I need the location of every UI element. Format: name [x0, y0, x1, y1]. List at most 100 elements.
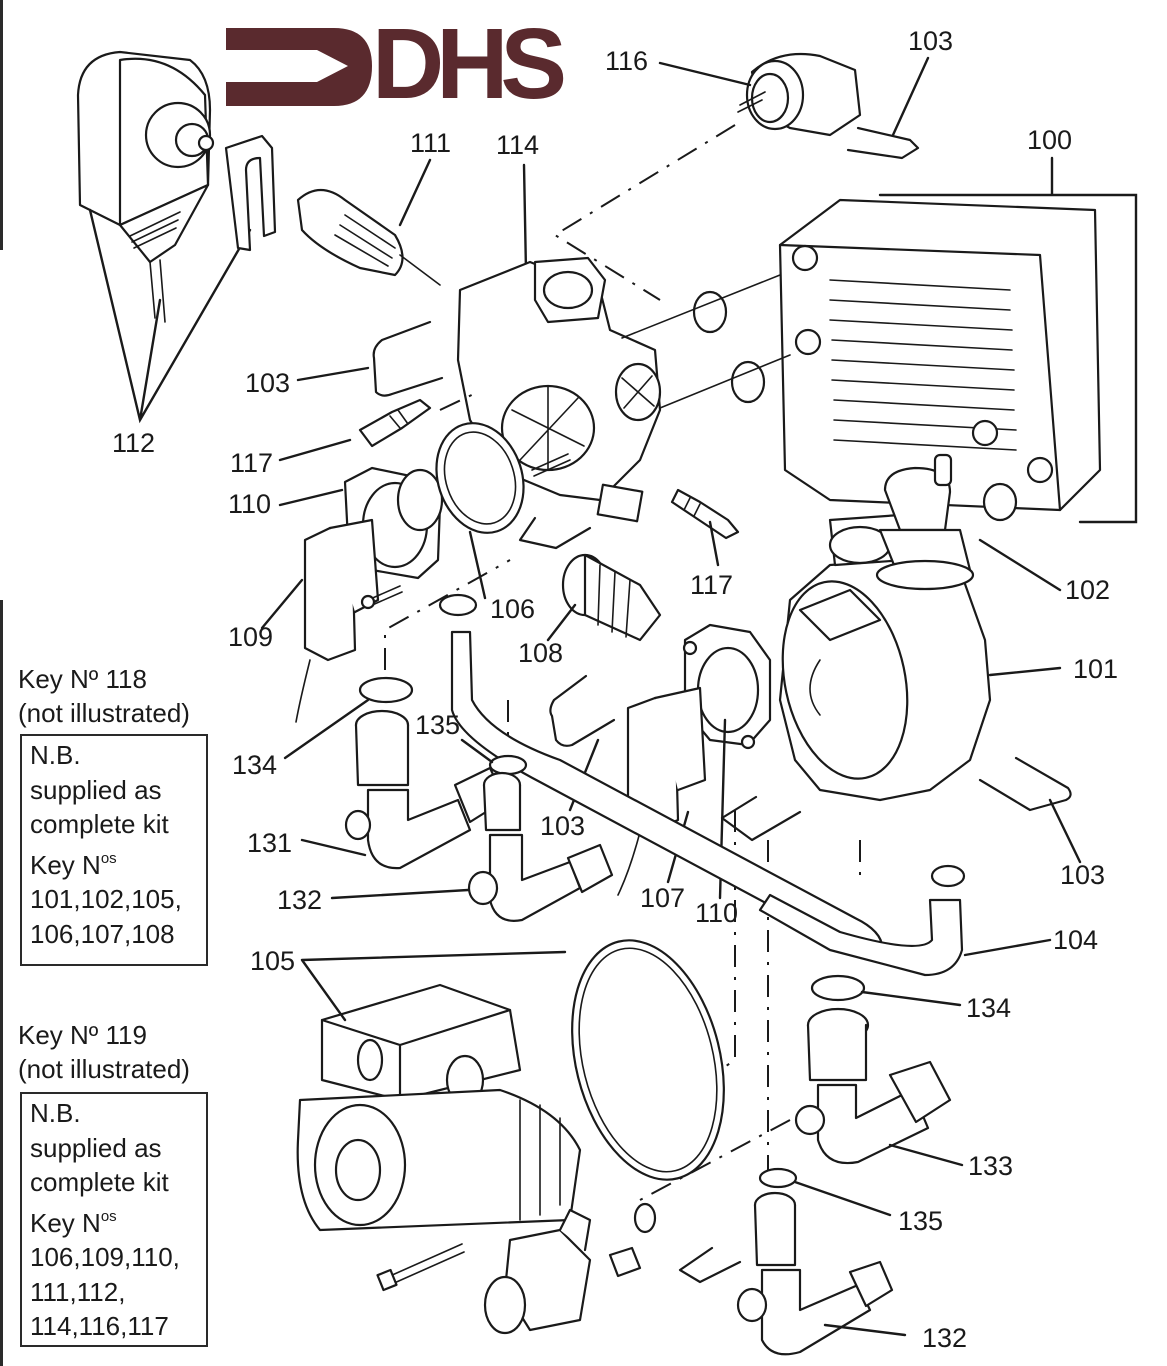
- note-line: Key Nos: [30, 849, 117, 880]
- sensor-117-right-part[interactable]: [670, 488, 740, 540]
- leader-132-left: [330, 888, 470, 900]
- key-119-note-box: N.B. supplied as complete kit Key Nos 10…: [20, 1092, 208, 1347]
- clip-103-centre-part[interactable]: [549, 674, 616, 747]
- leader-111: [398, 158, 432, 227]
- callout-112[interactable]: 112: [112, 428, 156, 458]
- pipe-104-part[interactable]: [758, 893, 964, 977]
- callout-103-centre[interactable]: 103: [540, 811, 586, 841]
- leader-116: [658, 61, 752, 87]
- page-edge-mark: [0, 0, 3, 250]
- callout-101[interactable]: 101: [1073, 654, 1119, 684]
- callout-110-centre[interactable]: 110: [695, 898, 739, 928]
- callout-102[interactable]: 102: [1065, 575, 1111, 605]
- callout-131[interactable]: 131: [247, 828, 293, 858]
- callout-133[interactable]: 133: [968, 1151, 1014, 1181]
- o-ring-part: [930, 864, 966, 888]
- callout-109[interactable]: 109: [228, 622, 274, 652]
- heat-exchanger-part[interactable]: [778, 198, 1102, 512]
- note-line: 106,109,110,: [30, 1242, 180, 1272]
- callout-107[interactable]: 107: [640, 883, 686, 913]
- o-ring-part: [438, 593, 478, 617]
- callout-114[interactable]: 114: [496, 130, 540, 160]
- o-ring-135-left-part[interactable]: [488, 754, 528, 776]
- leader-105: [300, 950, 567, 1022]
- callout-132-bottom[interactable]: 132: [922, 1323, 968, 1353]
- bypass-cartridge-108-part[interactable]: [561, 553, 662, 642]
- spring-cartridge-part[interactable]: [296, 188, 441, 286]
- key-118-title: Key Nº 118: [18, 664, 147, 694]
- drain-valve-part[interactable]: [483, 1202, 657, 1335]
- leader-110-left: [278, 488, 344, 507]
- clip-103-left-part[interactable]: [372, 320, 444, 397]
- key-118-subtitle: (not illustrated): [18, 698, 190, 728]
- callout-111[interactable]: 111: [410, 128, 452, 158]
- note-line: complete kit: [30, 809, 169, 839]
- leader-112: [88, 208, 252, 424]
- pump-o-ring-part[interactable]: [549, 924, 748, 1196]
- callout-108[interactable]: 108: [518, 638, 564, 668]
- brand-logo: DHS: [222, 14, 592, 114]
- screw-part: [531, 453, 571, 477]
- callout-134-left[interactable]: 134: [232, 750, 278, 780]
- callout-105[interactable]: 105: [250, 946, 296, 976]
- callout-103-top[interactable]: 103: [908, 26, 954, 56]
- screw-head-part: [360, 594, 376, 610]
- leader-106: [468, 530, 487, 600]
- pump-105-part[interactable]: [296, 983, 582, 1232]
- note-line: 111,112,: [30, 1276, 126, 1307]
- leader-108: [546, 603, 577, 642]
- callout-135-bottom[interactable]: 135: [898, 1206, 944, 1236]
- leader-135-bottom: [793, 1180, 892, 1217]
- assembly-line: [621, 274, 781, 339]
- microswitch-109-part[interactable]: [295, 518, 380, 723]
- diaphragm-106-part[interactable]: [423, 412, 537, 544]
- o-ring-134-right-part[interactable]: [810, 974, 866, 1002]
- o-ring-134-left-part[interactable]: [358, 676, 414, 704]
- clip-103-right-part[interactable]: [978, 756, 1072, 812]
- callout-135-left[interactable]: 135: [415, 710, 461, 740]
- elbow-connector-132-left-part[interactable]: [467, 771, 614, 922]
- assembly-line: [439, 391, 479, 411]
- leader-132-bottom: [823, 1323, 907, 1337]
- callout-103-right[interactable]: 103: [1060, 860, 1106, 890]
- callout-110-left[interactable]: 110: [228, 489, 272, 519]
- callout-117-left[interactable]: 117: [230, 448, 274, 478]
- diverter-valve-body-part[interactable]: [456, 256, 662, 523]
- clip-part: [720, 795, 802, 842]
- page-edge-mark: [0, 600, 3, 1366]
- note-line: 114,116,117: [30, 1311, 169, 1341]
- callout-117-right[interactable]: 117: [690, 570, 734, 600]
- note-line: N.B.: [30, 1098, 81, 1128]
- callout-104[interactable]: 104: [1053, 925, 1099, 955]
- key-119-title: Key Nº 119: [18, 1020, 147, 1050]
- callout-132-left[interactable]: 132: [277, 885, 323, 915]
- leader-117-right: [708, 520, 720, 567]
- diaphragm-cover-110-centre-part[interactable]: [682, 623, 772, 750]
- bent-pipe-part: [450, 630, 884, 960]
- assembly-line: [659, 354, 791, 409]
- screw-head-part: [376, 1268, 398, 1292]
- sensor-117-left-part[interactable]: [358, 398, 432, 448]
- leader-134-right: [860, 990, 962, 1007]
- air-vent-102-part[interactable]: [875, 453, 975, 591]
- note-line: supplied as: [30, 1132, 162, 1163]
- callout-134-right[interactable]: 134: [966, 993, 1012, 1023]
- diverter-motor-part[interactable]: [76, 50, 215, 323]
- note-line: Key Nos: [30, 1207, 117, 1238]
- screw-part: [389, 1243, 465, 1285]
- diaphragm-inner: [443, 431, 517, 525]
- callout-116[interactable]: 116: [605, 46, 649, 76]
- elbow-connector-116-part[interactable]: [737, 52, 862, 137]
- callout-103-left[interactable]: 103: [245, 368, 291, 398]
- microswitch-107-part[interactable]: [617, 686, 707, 896]
- callout-106[interactable]: 106: [490, 594, 536, 624]
- leader-103-right: [1048, 798, 1082, 864]
- callout-100[interactable]: 100: [1027, 125, 1073, 155]
- leader-117-left: [278, 438, 352, 462]
- o-ring-135-bottom-part[interactable]: [758, 1167, 798, 1189]
- leader-131: [300, 838, 367, 857]
- elbow-connector-132-bottom-part[interactable]: [736, 1191, 894, 1356]
- clip-103-top-part[interactable]: [846, 126, 920, 160]
- elbow-connector-133-part[interactable]: [794, 1007, 952, 1165]
- arrow-logo-icon: [226, 28, 372, 106]
